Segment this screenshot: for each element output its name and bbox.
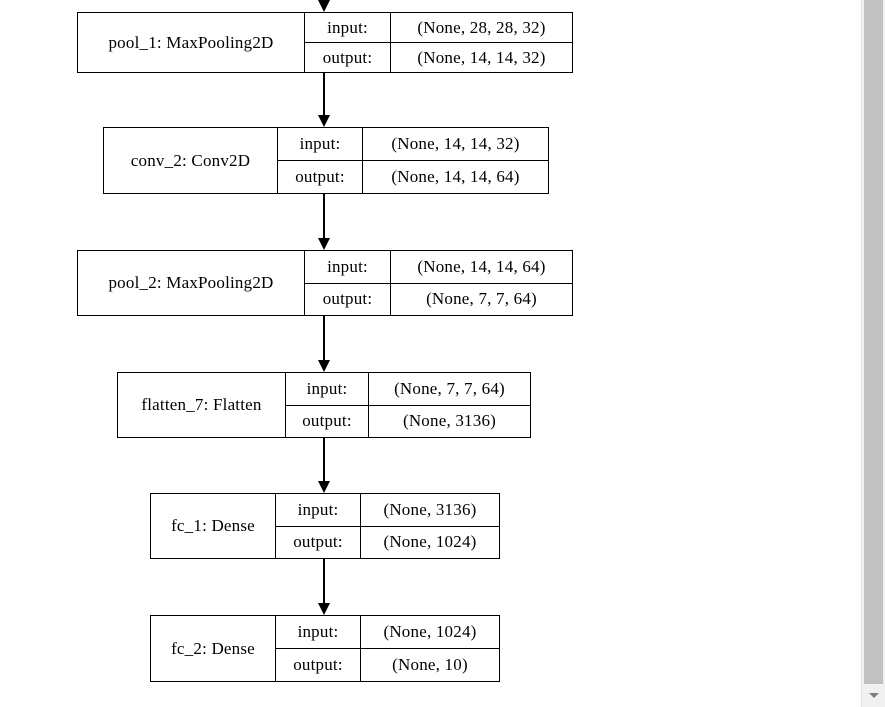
edge-arrowhead (318, 360, 330, 372)
input-row-label: input: (276, 616, 361, 648)
vertical-scrollbar[interactable] (861, 0, 885, 707)
output-shape-value: (None, 3136) (402, 411, 497, 431)
layer-label: pool_2: MaxPooling2D (78, 251, 305, 315)
input-row-label: input: (278, 128, 363, 160)
input-shape-value: (None, 28, 28, 32) (417, 17, 546, 37)
edge-arrowhead (318, 603, 330, 615)
input-shape-value: (None, 14, 14, 32) (391, 134, 520, 153)
output-shape-value: (None, 1024) (383, 532, 477, 552)
input-shape-value: (None, 1024) (383, 622, 477, 641)
output-row-label: output: (278, 161, 363, 193)
output-row-label: output: (286, 405, 369, 437)
input-shape-value: (None, 14, 14, 64) (417, 256, 546, 276)
output-shape-value: (None, 10) (392, 655, 468, 674)
layer-label: fc_1: Dense (151, 494, 276, 558)
layer-node-fc_2: fc_2: Dense input: (None, 1024) output: … (150, 615, 500, 682)
edge-arrowhead (318, 481, 330, 493)
input-row-label: input: (305, 13, 391, 42)
chevron-down-icon (868, 693, 879, 698)
input-row-label: input: (276, 494, 361, 526)
output-shape-value: (None, 14, 14, 64) (391, 167, 520, 186)
input-row-label: input: (286, 373, 369, 405)
layer-label: flatten_7: Flatten (118, 373, 286, 437)
edge-line (323, 438, 325, 481)
output-shape-value: (None, 14, 14, 32) (417, 47, 546, 67)
layer-node-pool_2: pool_2: MaxPooling2D input: (None, 14, 1… (77, 250, 573, 316)
output-shape-value: (None, 7, 7, 64) (426, 289, 537, 309)
output-row-label: output: (276, 649, 361, 681)
output-row-label: output: (305, 283, 391, 315)
layer-node-flatten_7: flatten_7: Flatten input: (None, 7, 7, 6… (117, 372, 531, 438)
edge-line (323, 559, 325, 603)
output-row-label: output: (276, 526, 361, 558)
output-row-label: output: (305, 43, 391, 72)
edge-line (323, 194, 325, 238)
scrollbar-thumb[interactable] (864, 0, 883, 684)
layer-node-pool_1: pool_1: MaxPooling2D input: (None, 28, 2… (77, 12, 573, 73)
layer-label: pool_1: MaxPooling2D (78, 13, 305, 72)
layer-node-fc_1: fc_1: Dense input: (None, 3136) output: … (150, 493, 500, 559)
edge-line (323, 316, 325, 360)
layer-node-conv_2: conv_2: Conv2D input: (None, 14, 14, 32)… (103, 127, 549, 194)
edge-line (323, 73, 325, 116)
edge-arrowhead (318, 238, 330, 250)
layer-label: conv_2: Conv2D (104, 128, 278, 193)
layer-label: fc_2: Dense (151, 616, 276, 681)
edge-arrowhead (318, 115, 330, 127)
scrollbar-down-button[interactable] (862, 684, 885, 707)
input-row-label: input: (305, 251, 391, 283)
edge-arrowhead-incoming (318, 0, 330, 12)
input-shape-value: (None, 3136) (383, 499, 477, 519)
input-shape-value: (None, 7, 7, 64) (394, 378, 505, 398)
